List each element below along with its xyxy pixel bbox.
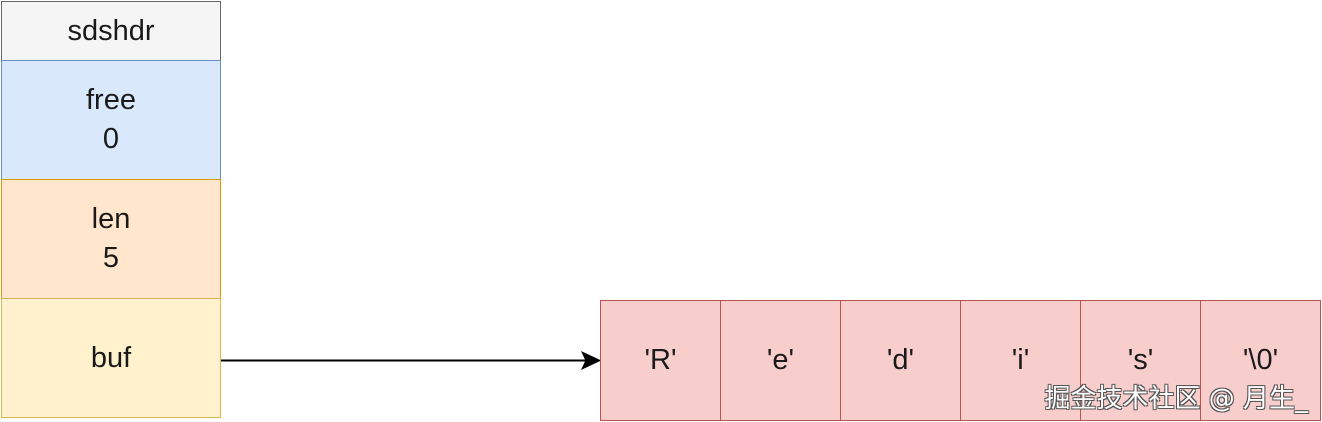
len-field: len 5 xyxy=(1,179,221,299)
buf-cell: '\0' xyxy=(1200,300,1321,421)
arrow-head xyxy=(580,350,602,371)
watermark-text: 掘金技术社区 @ 月生_ xyxy=(1044,384,1308,414)
buf-array: 'R' 'e' 'd' 'i' 's' '\0' xyxy=(600,300,1321,421)
sdshdr-struct: sdshdr free 0 len 5 buf xyxy=(1,1,221,418)
len-field-value: 5 xyxy=(102,242,120,274)
free-field-name: free xyxy=(86,84,136,116)
buf-cell: 'e' xyxy=(720,300,841,421)
sdshdr-header: sdshdr xyxy=(1,1,221,61)
buf-field: buf xyxy=(1,298,221,418)
buf-cell: 'd' xyxy=(840,300,961,421)
buf-cell: 'R' xyxy=(600,300,721,421)
buf-cell: 's' xyxy=(1080,300,1201,421)
buf-cell-char: 'R' xyxy=(644,344,677,376)
buf-cell-char: 'i' xyxy=(1011,344,1030,376)
buf-cell: 'i' xyxy=(960,300,1081,421)
buf-cell-char: 's' xyxy=(1127,344,1154,376)
free-field-value: 0 xyxy=(102,123,120,155)
sdshdr-header-label: sdshdr xyxy=(67,14,155,47)
len-field-name: len xyxy=(91,203,131,235)
buf-cell-char: 'd' xyxy=(886,344,915,376)
buf-field-name: buf xyxy=(90,341,132,374)
buf-cell-char: 'e' xyxy=(766,344,795,376)
buf-cell-char: '\0' xyxy=(1242,344,1279,376)
